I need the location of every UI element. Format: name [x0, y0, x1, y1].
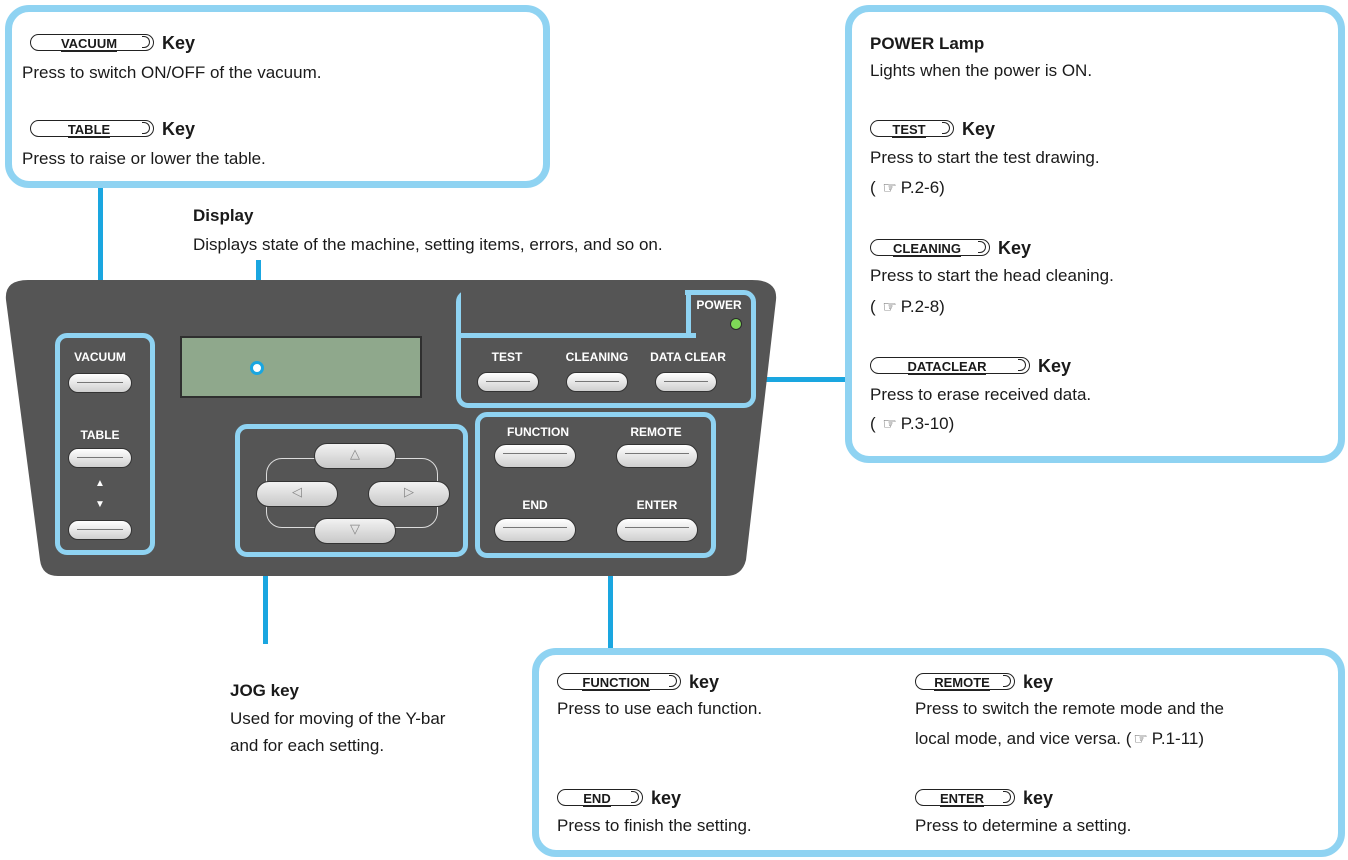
leader-line-right-keys — [752, 377, 852, 382]
jog-up-button[interactable]: △ — [314, 443, 396, 469]
reference-hand-icon: ☞ — [882, 178, 897, 197]
leader-line-function-keys — [608, 556, 613, 651]
test-button[interactable] — [477, 372, 539, 392]
dataclear-key-heading: DATACLEAR Key — [870, 354, 1071, 377]
display-pointer-dot — [250, 361, 264, 375]
test-key-description: Press to start the test drawing. — [870, 148, 1100, 167]
dataclear-key-reference: ( ☞P.3-10) — [870, 413, 954, 435]
remote-key-badge: REMOTE — [915, 673, 1015, 692]
jog-group — [235, 424, 468, 557]
dataclear-ref[interactable]: P.3-10) — [900, 414, 955, 433]
table-down-arrow-icon: ▼ — [95, 499, 105, 510]
enter-key-heading: ENTER key — [915, 786, 1053, 809]
remote-key-description-line1: Press to switch the remote mode and the — [915, 699, 1224, 718]
panel-vacuum-label: VACUUM — [74, 350, 126, 364]
remote-key-description-line2: local mode, and vice versa. (☞P.1-11) — [915, 728, 1204, 750]
remote-key-suffix: key — [1023, 671, 1054, 692]
table-down-button[interactable] — [68, 520, 132, 540]
test-key-reference: ( ☞P.2-6) — [870, 177, 945, 199]
leader-line-jog — [263, 556, 268, 644]
power-lamp-description: Lights when the power is ON. — [870, 61, 1093, 80]
panel-table-label: TABLE — [80, 428, 120, 442]
display-title: Display — [193, 206, 254, 225]
ref-open: ( — [870, 414, 881, 433]
jog-down-button[interactable]: ▽ — [314, 518, 396, 544]
end-key-description: Press to finish the setting. — [557, 816, 752, 835]
remote-key-heading: REMOTE key — [915, 670, 1053, 693]
vacuum-key-description: Press to switch ON/OFF of the vacuum. — [22, 63, 322, 82]
jog-right-button[interactable]: ▷ — [368, 481, 450, 507]
panel-test-label: TEST — [491, 350, 523, 364]
leader-line-vacuum-table — [98, 182, 103, 340]
dataclear-key-badge: DATACLEAR — [870, 357, 1030, 376]
cleaning-key-badge: CLEANING — [870, 239, 990, 258]
jog-title: JOG key — [230, 681, 299, 700]
end-button[interactable] — [494, 518, 576, 542]
power-led-icon — [730, 318, 742, 330]
panel-data-clear-label: DATA CLEAR — [650, 350, 726, 364]
dataclear-key-description: Press to erase received data. — [870, 385, 1092, 404]
remote-ref[interactable]: P.1-11) — [1151, 729, 1205, 748]
function-key-badge: FUNCTION — [557, 673, 681, 692]
vacuum-table-group — [55, 333, 155, 555]
jog-left-button[interactable]: ◁ — [256, 481, 338, 507]
enter-key-badge: ENTER — [915, 789, 1015, 808]
reference-hand-icon: ☞ — [882, 414, 897, 433]
function-button[interactable] — [494, 444, 576, 468]
test-key-badge: TEST — [870, 120, 954, 139]
table-key-suffix: Key — [162, 118, 196, 139]
function-key-suffix: key — [689, 671, 720, 692]
dataclear-key-suffix: Key — [1038, 355, 1072, 376]
panel-end-label: END — [522, 498, 548, 512]
cleaning-ref[interactable]: P.2-8) — [900, 297, 945, 316]
callout-power-test-cleaning — [845, 5, 1345, 463]
cleaning-key-suffix: Key — [998, 237, 1032, 258]
test-ref[interactable]: P.2-6) — [900, 178, 945, 197]
table-up-button[interactable] — [68, 448, 132, 468]
function-group — [475, 412, 716, 558]
table-key-badge: TABLE — [30, 120, 154, 139]
power-lamp-title: POWER Lamp — [870, 34, 985, 53]
reference-hand-icon: ☞ — [882, 297, 897, 316]
panel-remote-label: REMOTE — [630, 425, 682, 439]
test-group-step — [686, 290, 691, 338]
enter-key-description: Press to determine a setting. — [915, 816, 1132, 835]
panel-enter-label: ENTER — [636, 498, 678, 512]
table-up-arrow-icon: ▲ — [95, 478, 105, 489]
enter-key-suffix: key — [1023, 787, 1054, 808]
cleaning-key-reference: ( ☞P.2-8) — [870, 296, 945, 318]
data-clear-button[interactable] — [655, 372, 717, 392]
jog-description-line1: Used for moving of the Y-bar — [230, 709, 446, 728]
table-key-description: Press to raise or lower the table. — [22, 149, 266, 168]
test-group-top-border — [456, 333, 696, 338]
remote-button[interactable] — [616, 444, 698, 468]
jog-description-line2: and for each setting. — [230, 736, 385, 755]
display-description: Displays state of the machine, setting i… — [193, 235, 663, 254]
enter-button[interactable] — [616, 518, 698, 542]
table-key-heading: TABLE Key — [30, 117, 195, 140]
vacuum-key-badge: VACUUM — [30, 34, 154, 53]
panel-cleaning-label: CLEANING — [565, 350, 629, 364]
cleaning-button[interactable] — [566, 372, 628, 392]
vacuum-key-heading: VACUUM Key — [30, 31, 195, 54]
ref-open: ( — [870, 297, 881, 316]
remote-desc2-text: local mode, and vice versa. ( — [915, 729, 1132, 748]
test-key-heading: TEST Key — [870, 117, 995, 140]
end-key-suffix: key — [651, 787, 682, 808]
power-lamp-label: POWER — [696, 298, 742, 312]
end-key-heading: END key — [557, 786, 681, 809]
ref-open: ( — [870, 178, 881, 197]
function-key-description: Press to use each function. — [557, 699, 763, 718]
reference-hand-icon: ☞ — [1133, 729, 1148, 748]
cleaning-key-heading: CLEANING Key — [870, 236, 1031, 259]
function-key-heading: FUNCTION key — [557, 670, 719, 693]
lcd-display — [180, 336, 422, 398]
test-group-cover — [461, 290, 685, 333]
vacuum-key-suffix: Key — [162, 32, 196, 53]
end-key-badge: END — [557, 789, 643, 808]
cleaning-key-description: Press to start the head cleaning. — [870, 266, 1114, 285]
vacuum-button[interactable] — [68, 373, 132, 393]
test-key-suffix: Key — [962, 118, 996, 139]
panel-function-label: FUNCTION — [507, 425, 569, 439]
